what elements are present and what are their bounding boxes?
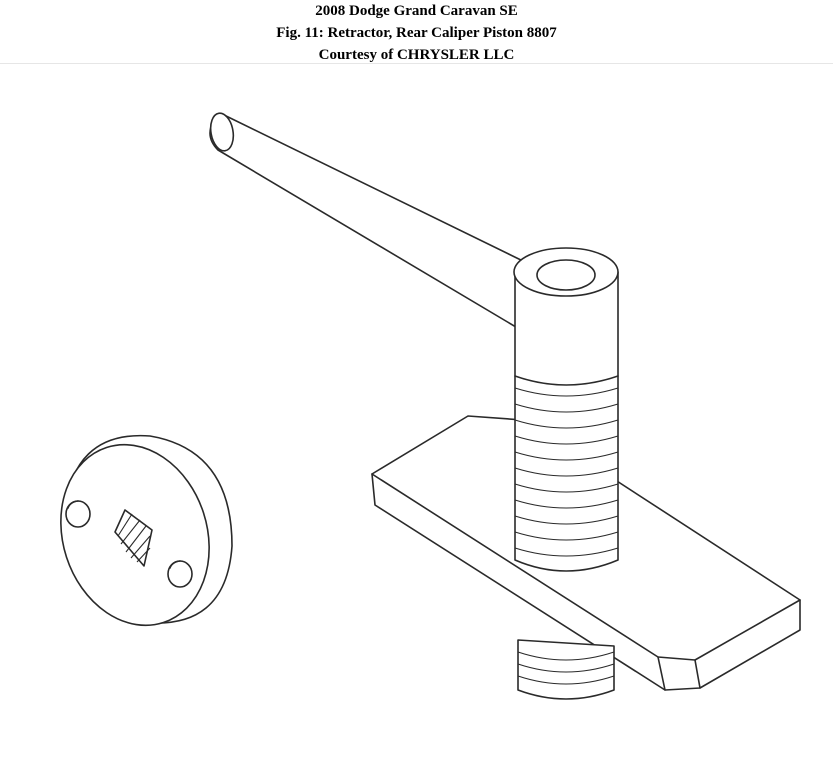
figure-header: 2008 Dodge Grand Caravan SE Fig. 11: Ret…: [0, 0, 833, 64]
adapter-disc: [60, 434, 233, 627]
threaded-screw: [513, 247, 619, 700]
figure-caption: Fig. 11: Retractor, Rear Caliper Piston …: [276, 25, 557, 41]
retractor-tool-drawing: [60, 112, 801, 700]
courtesy-line: Courtesy of CHRYSLER LLC: [318, 47, 515, 63]
handle-rod: [209, 112, 526, 331]
tool-illustration: [0, 64, 833, 778]
vehicle-title: 2008 Dodge Grand Caravan SE: [315, 3, 518, 19]
